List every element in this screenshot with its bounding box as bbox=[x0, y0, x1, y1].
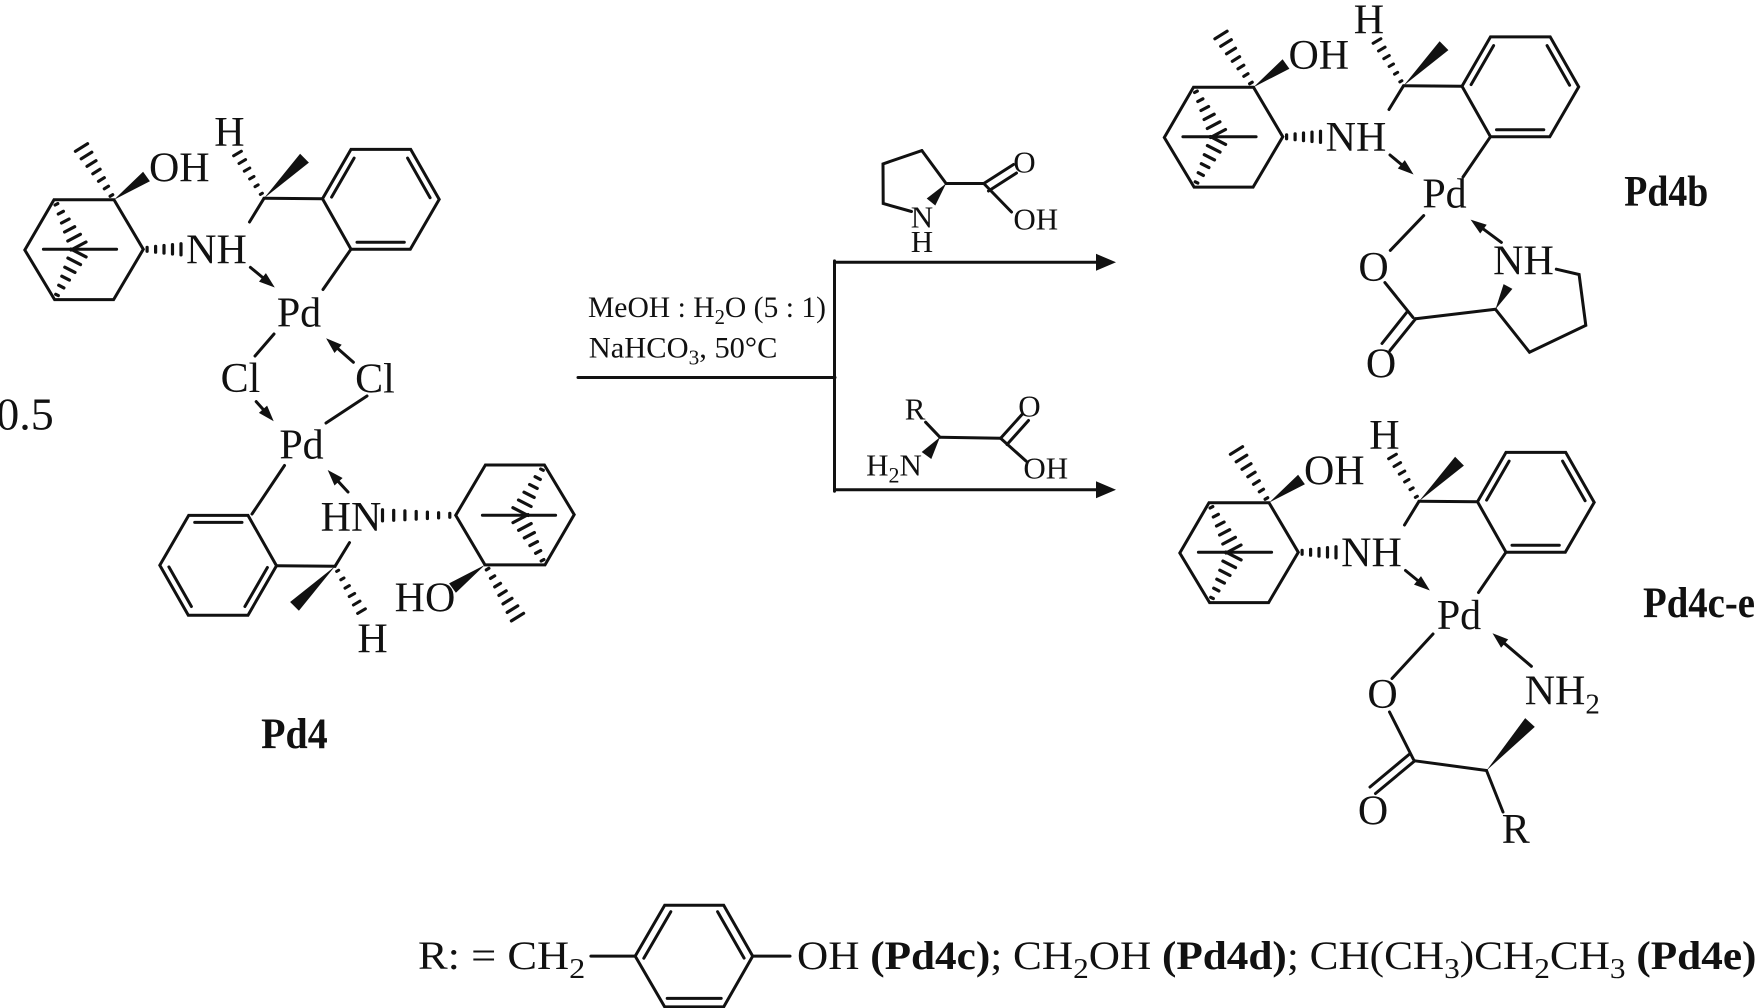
svg-text:NH: NH bbox=[1326, 115, 1387, 161]
svg-text:O: O bbox=[1366, 342, 1396, 388]
svg-text:OH: OH bbox=[1288, 33, 1349, 79]
svg-text:Pd4b: Pd4b bbox=[1624, 169, 1708, 216]
svg-text:NH: NH bbox=[1493, 239, 1554, 285]
svg-text:O: O bbox=[1358, 789, 1388, 835]
svg-text:H: H bbox=[214, 110, 244, 156]
svg-text:OH: OH bbox=[1304, 449, 1365, 495]
svg-text:R: R bbox=[905, 392, 926, 427]
svg-text:Pd: Pd bbox=[279, 422, 323, 468]
svg-text:NH: NH bbox=[1341, 531, 1402, 577]
svg-text:MeOH : H2O (5 : 1): MeOH : H2O (5 : 1) bbox=[588, 291, 826, 329]
svg-text:NaHCO3, 50°C: NaHCO3, 50°C bbox=[589, 331, 778, 369]
svg-text:OH: OH bbox=[1013, 201, 1058, 236]
svg-text:R: R bbox=[1502, 807, 1530, 853]
svg-text:OH: OH bbox=[149, 146, 210, 192]
svg-text:HO: HO bbox=[395, 576, 456, 622]
svg-text:Pd4: Pd4 bbox=[261, 711, 328, 758]
svg-text:Pd4c-e: Pd4c-e bbox=[1643, 580, 1755, 627]
svg-text:HN: HN bbox=[321, 495, 382, 541]
svg-text:O: O bbox=[1013, 145, 1035, 180]
svg-text:N: N bbox=[911, 200, 933, 235]
svg-text:Pd: Pd bbox=[1437, 593, 1481, 639]
svg-text:Cl: Cl bbox=[221, 356, 261, 402]
svg-text:O: O bbox=[1367, 672, 1397, 718]
svg-text:H: H bbox=[357, 616, 387, 662]
svg-text:0.5: 0.5 bbox=[0, 389, 54, 440]
svg-text:O: O bbox=[1358, 245, 1388, 291]
svg-text:R: = CH2: R: = CH2 bbox=[418, 933, 585, 985]
svg-text:Pd: Pd bbox=[277, 291, 321, 337]
svg-text:NH: NH bbox=[186, 228, 247, 274]
svg-text:H: H bbox=[911, 224, 933, 259]
svg-text:OH: OH bbox=[1023, 450, 1068, 485]
svg-text:O: O bbox=[1018, 388, 1040, 423]
svg-text:H: H bbox=[1354, 0, 1384, 43]
svg-text:Pd: Pd bbox=[1422, 172, 1466, 218]
svg-text:Cl: Cl bbox=[355, 357, 395, 403]
svg-text:H: H bbox=[1369, 413, 1399, 459]
